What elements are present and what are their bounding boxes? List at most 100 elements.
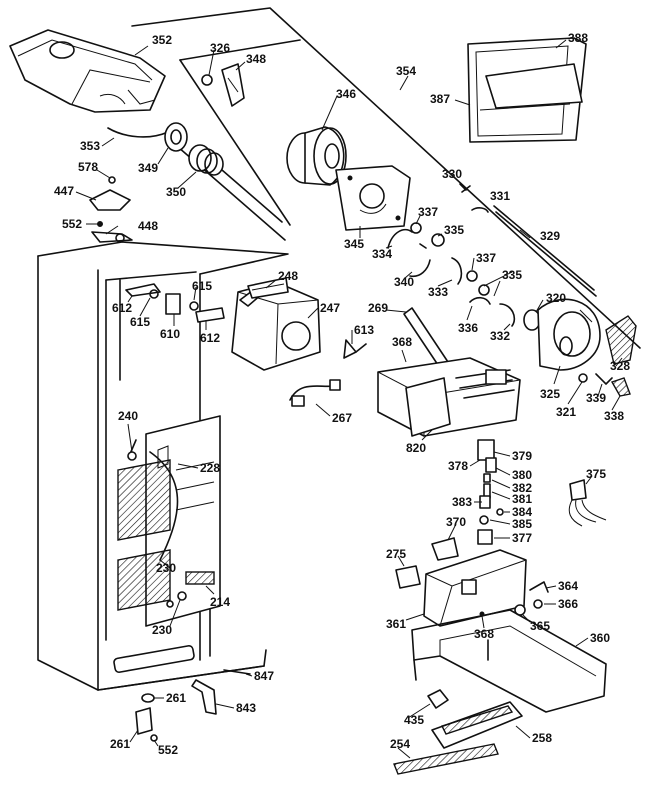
label-368-upper: 368 (392, 335, 412, 349)
gear-housing (523, 298, 601, 371)
rod-assembly (459, 183, 597, 297)
label-366: 366 (558, 597, 578, 611)
label-349: 349 (138, 161, 158, 175)
label-334: 334 (372, 247, 392, 261)
label-346: 346 (336, 87, 356, 101)
label-387: 387 (430, 92, 450, 106)
label-333: 333 (428, 285, 448, 299)
label-248: 248 (278, 269, 298, 283)
control-bracket (395, 537, 549, 627)
label-447: 447 (54, 184, 74, 198)
label-388: 388 (568, 31, 588, 45)
label-435: 435 (404, 713, 424, 727)
label-448: 448 (138, 219, 158, 233)
label-552-top: 552 (62, 217, 82, 231)
label-339: 339 (586, 391, 606, 405)
label-258: 258 (532, 731, 552, 745)
dispenser-switches (477, 439, 504, 545)
label-348: 348 (246, 52, 266, 66)
actuator-parts (578, 315, 637, 397)
label-615-left: 615 (130, 315, 150, 329)
label-375: 375 (586, 467, 606, 481)
label-230-upper: 230 (156, 561, 176, 575)
label-261-upper: 261 (166, 691, 186, 705)
label-612-left: 612 (112, 301, 132, 315)
label-335-upper: 335 (444, 223, 464, 237)
hardware-left (89, 176, 133, 243)
auger-assembly (107, 122, 283, 223)
label-610: 610 (160, 327, 180, 341)
small-parts-326-348 (201, 63, 245, 107)
leader-lines (75, 39, 623, 759)
label-843: 843 (236, 701, 256, 715)
label-847: 847 (254, 669, 274, 683)
label-332: 332 (490, 329, 510, 343)
wiring-375 (568, 479, 607, 527)
label-337-upper: 337 (418, 205, 438, 219)
dispenser-housing (231, 277, 321, 371)
dispenser-trim (393, 689, 523, 775)
label-379: 379 (512, 449, 532, 463)
label-383: 383 (452, 495, 472, 509)
label-269: 269 (368, 301, 388, 315)
label-321: 321 (556, 405, 576, 419)
part-labels: 352 326 348 346 354 388 387 353 349 350 … (54, 31, 630, 757)
label-615-top: 615 (192, 279, 212, 293)
label-345: 345 (344, 237, 364, 251)
label-382: 382 (512, 481, 532, 495)
label-360: 360 (590, 631, 610, 645)
brackets-612-610 (125, 283, 225, 323)
label-370: 370 (446, 515, 466, 529)
label-364: 364 (558, 579, 578, 593)
label-254: 254 (390, 737, 410, 751)
dispenser-door-panel (467, 37, 587, 143)
label-330: 330 (442, 167, 462, 181)
shutter-mechanism (387, 222, 516, 327)
label-320: 320 (546, 291, 566, 305)
label-820: 820 (406, 441, 426, 455)
mounting-plate (335, 165, 411, 231)
label-275: 275 (386, 547, 406, 561)
label-552-bottom: 552 (158, 743, 178, 757)
label-352: 352 (152, 33, 172, 47)
label-354: 354 (396, 64, 416, 78)
label-337-lower: 337 (476, 251, 496, 265)
ice-bucket (9, 29, 166, 113)
label-329: 329 (540, 229, 560, 243)
control-panel (117, 415, 221, 627)
label-384: 384 (512, 505, 532, 519)
label-365: 365 (530, 619, 550, 633)
label-214: 214 (210, 595, 230, 609)
label-380: 380 (512, 468, 532, 482)
label-325: 325 (540, 387, 560, 401)
label-350: 350 (166, 185, 186, 199)
drip-tray-frame (411, 609, 607, 713)
fan-motor (343, 339, 367, 359)
label-385: 385 (512, 517, 532, 531)
label-331: 331 (490, 189, 510, 203)
label-338: 338 (604, 409, 624, 423)
label-336: 336 (458, 321, 478, 335)
ice-maker (377, 357, 521, 437)
label-361: 361 (386, 617, 406, 631)
label-240: 240 (118, 409, 138, 423)
label-230-lower: 230 (152, 623, 172, 637)
label-612-right: 612 (200, 331, 220, 345)
label-326: 326 (210, 41, 230, 55)
label-335-lower: 335 (502, 268, 522, 282)
wire-harness (289, 379, 341, 407)
label-368-lower: 368 (474, 627, 494, 641)
label-381: 381 (512, 492, 532, 506)
label-261-lower: 261 (110, 737, 130, 751)
label-267: 267 (332, 411, 352, 425)
label-613: 613 (354, 323, 374, 337)
motor (286, 126, 347, 186)
label-377: 377 (512, 531, 532, 545)
label-378: 378 (448, 459, 468, 473)
label-353: 353 (80, 139, 100, 153)
label-340: 340 (394, 275, 414, 289)
label-247: 247 (320, 301, 340, 315)
cabinet-frame (37, 241, 289, 691)
